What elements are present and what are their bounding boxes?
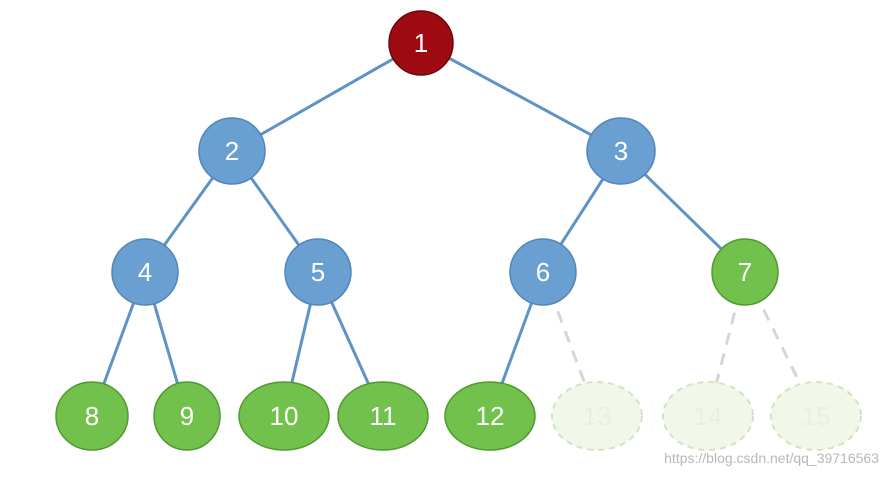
node-label-14: 14 — [694, 401, 723, 431]
tree-node-5: 5 — [284, 238, 352, 306]
node-circle-4 — [111, 238, 179, 306]
node-label-5: 5 — [311, 257, 325, 287]
tree-node-13: 13 — [551, 381, 643, 451]
tree-node-12: 12 — [444, 381, 536, 451]
tree-node-2: 2 — [198, 117, 266, 185]
node-label-15: 15 — [802, 401, 831, 431]
tree-node-15: 15 — [770, 381, 862, 451]
node-label-3: 3 — [614, 136, 628, 166]
node-circle-5 — [284, 238, 352, 306]
tree-node-3: 3 — [586, 117, 656, 185]
node-circle-8 — [55, 381, 129, 451]
node-label-4: 4 — [138, 257, 152, 287]
edge-1-2 — [231, 41, 422, 153]
node-circle-10 — [238, 381, 330, 451]
node-label-12: 12 — [476, 401, 505, 431]
node-circle-14 — [662, 381, 754, 451]
node-label-8: 8 — [85, 401, 99, 431]
watermark-text: https://blog.csdn.net/qq_39716563 — [664, 450, 879, 466]
node-label-2: 2 — [225, 136, 239, 166]
node-circle-3 — [586, 117, 656, 185]
node-label-13: 13 — [583, 401, 612, 431]
node-circle-11 — [337, 381, 429, 451]
node-circle-12 — [444, 381, 536, 451]
node-circle-9 — [153, 381, 221, 451]
node-label-10: 10 — [270, 401, 299, 431]
node-label-11: 11 — [370, 401, 397, 431]
tree-node-9: 9 — [153, 381, 221, 451]
node-circle-2 — [198, 117, 266, 185]
node-circle-15 — [770, 381, 862, 451]
tree-node-8: 8 — [55, 381, 129, 451]
tree-node-7: 7 — [711, 238, 779, 306]
node-label-7: 7 — [738, 257, 752, 287]
node-label-6: 6 — [536, 257, 550, 287]
node-circle-1 — [388, 10, 454, 76]
edge-1-3 — [420, 41, 622, 153]
node-circle-6 — [509, 238, 577, 306]
tree-node-10: 10 — [238, 381, 330, 451]
tree-node-6: 6 — [509, 238, 577, 306]
tree-node-1: 1 — [388, 10, 454, 76]
node-label-9: 9 — [180, 401, 194, 431]
node-circle-13 — [551, 381, 643, 451]
edges-layer — [90, 41, 818, 417]
tree-node-14: 14 — [662, 381, 754, 451]
tree-node-4: 4 — [111, 238, 179, 306]
node-label-1: 1 — [414, 28, 428, 58]
tree-node-11: 11 — [337, 381, 429, 451]
node-circle-7 — [711, 238, 779, 306]
